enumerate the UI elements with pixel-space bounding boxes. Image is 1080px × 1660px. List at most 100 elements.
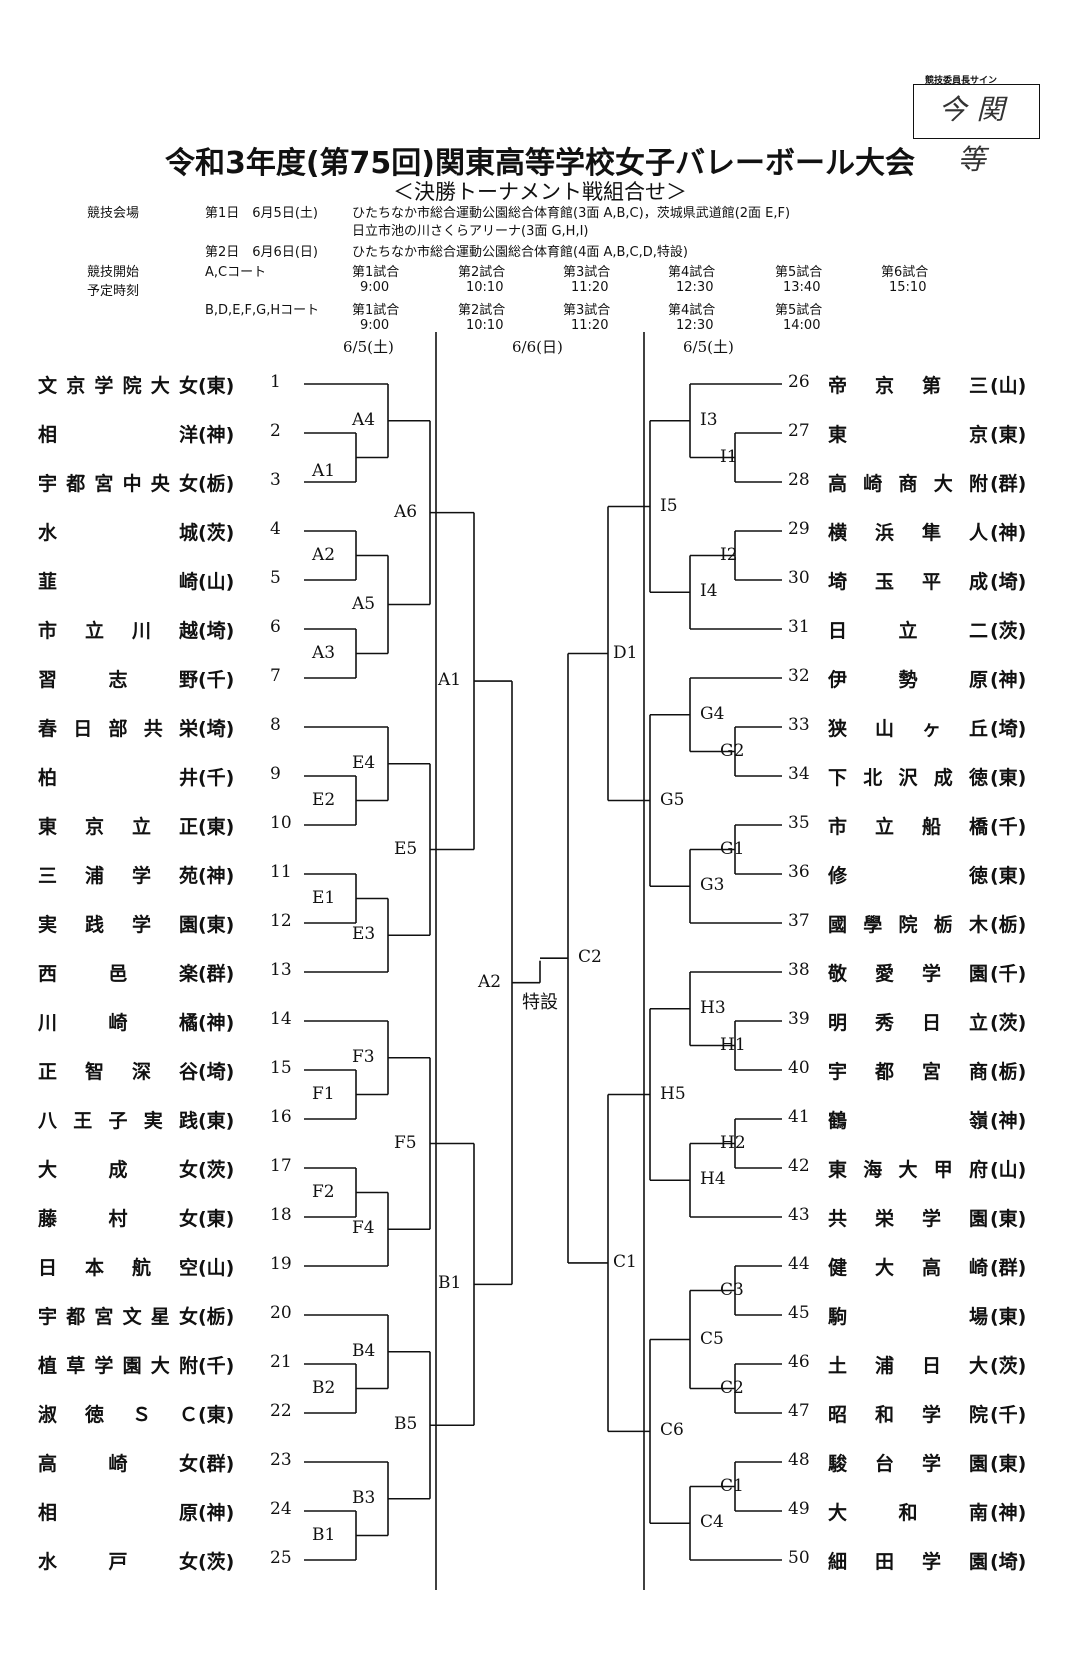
- team-prefecture: (栃): [990, 914, 1027, 936]
- team-seed-number: 4: [270, 519, 281, 539]
- team-prefecture: (茨): [990, 1012, 1027, 1034]
- schedule-time: 11:20: [571, 318, 609, 333]
- signature-box: 今関 等: [913, 84, 1040, 176]
- team-name: 柏井: [38, 767, 198, 789]
- team-name: 文京学院大女: [38, 375, 198, 397]
- game-label: H2: [720, 1132, 746, 1153]
- team-prefecture: (山): [990, 375, 1027, 397]
- game-label: E5: [394, 838, 418, 859]
- game-label: C1: [613, 1251, 637, 1272]
- schedule-game: 第1試合: [352, 265, 400, 280]
- team-name: 明秀日立: [828, 1012, 988, 1034]
- team-seed-number: 5: [270, 568, 281, 588]
- team-seed-number: 14: [270, 1009, 292, 1029]
- team-prefecture: (千): [990, 1404, 1027, 1426]
- team-prefecture: (茨): [198, 1551, 235, 1573]
- team-prefecture: (埼): [990, 718, 1027, 740]
- team-name: 正智深谷: [38, 1061, 198, 1083]
- team-name: 相洋: [38, 424, 198, 446]
- team-name: 横浜隼人: [828, 522, 988, 544]
- schedule-game: 第2試合: [458, 265, 506, 280]
- team-seed-number: 18: [270, 1205, 292, 1225]
- team-prefecture: (神): [990, 669, 1027, 691]
- game-label: C2: [720, 1377, 744, 1398]
- team-name: 高崎商大附: [828, 473, 988, 495]
- final-court-label: 特設: [522, 992, 558, 1013]
- game-label: C4: [700, 1512, 724, 1533]
- team-prefecture: (栃): [990, 1061, 1027, 1083]
- game-label: H3: [700, 997, 726, 1018]
- game-label: F1: [312, 1083, 335, 1104]
- team-name: 三浦学苑: [38, 865, 198, 887]
- team-seed-number: 27: [788, 421, 810, 441]
- team-name: 水戸女: [38, 1551, 198, 1573]
- team-prefecture: (東): [198, 1110, 235, 1132]
- team-seed-number: 24: [270, 1499, 292, 1519]
- schedule-game: 第3試合: [563, 303, 611, 318]
- page-subtitle: ＜決勝トーナメント戦組合せ＞: [393, 180, 687, 204]
- team-name: 西邑楽: [38, 963, 198, 985]
- team-seed-number: 16: [270, 1107, 292, 1127]
- signature-label: 競技委員長サイン: [925, 76, 998, 86]
- team-seed-number: 48: [788, 1450, 810, 1470]
- team-name: 高崎女: [38, 1453, 198, 1475]
- team-prefecture: (茨): [990, 620, 1027, 642]
- team-seed-number: 13: [270, 960, 292, 980]
- team-seed-number: 36: [788, 862, 810, 882]
- team-seed-number: 39: [788, 1009, 810, 1029]
- schedule-game: 第3試合: [563, 265, 611, 280]
- team-name: 藤村女: [38, 1208, 198, 1230]
- game-label: B3: [352, 1487, 376, 1508]
- team-prefecture: (東): [990, 865, 1027, 887]
- team-prefecture: (埼): [198, 1061, 235, 1083]
- game-label: F5: [394, 1132, 417, 1153]
- venue-day1-line1: ひたちなか市総合運動公園総合体育館(3面 A,B,C)，茨城県武道館(2面 E,…: [352, 206, 791, 221]
- game-label: C3: [720, 1279, 744, 1300]
- schedule-time: 9:00: [360, 280, 390, 295]
- team-name: 狭山ヶ丘: [828, 718, 988, 740]
- team-prefecture: (神): [990, 1110, 1027, 1132]
- team-name: 大和南: [828, 1502, 988, 1524]
- team-name: 下北沢成徳: [828, 767, 988, 789]
- game-label: F3: [352, 1046, 375, 1067]
- page-title: 令和3年度(第75回)関東高等学校女子バレーボール大会: [164, 146, 916, 181]
- team-prefecture: (山): [198, 1257, 235, 1279]
- team-prefecture: (神): [198, 1502, 235, 1524]
- game-label: B1: [312, 1524, 336, 1545]
- team-prefecture: (神): [198, 424, 235, 446]
- team-prefecture: (東): [198, 375, 235, 397]
- game-label: A2: [478, 971, 502, 992]
- team-name: 相原: [38, 1502, 198, 1524]
- date-header-left: 6/5(土): [343, 338, 394, 356]
- team-seed-number: 6: [270, 617, 281, 637]
- team-prefecture: (千): [198, 1355, 235, 1377]
- game-label: I5: [660, 495, 678, 516]
- team-name: 共栄学園: [828, 1208, 988, 1230]
- team-name: 日本航空: [38, 1257, 198, 1279]
- team-seed-number: 1: [270, 372, 281, 392]
- game-label: A4: [352, 409, 376, 430]
- team-prefecture: (東): [990, 1208, 1027, 1230]
- team-seed-number: 31: [788, 617, 810, 637]
- team-prefecture: (東): [198, 914, 235, 936]
- date-header-right: 6/5(土): [683, 338, 734, 356]
- team-seed-number: 21: [270, 1352, 292, 1372]
- team-seed-number: 49: [788, 1499, 810, 1519]
- team-seed-number: 11: [270, 862, 292, 882]
- game-label: A5: [352, 593, 376, 614]
- schedule-game: 第6試合: [881, 265, 929, 280]
- team-name: 川崎橘: [38, 1012, 198, 1034]
- game-label: B5: [394, 1414, 418, 1435]
- schedule-game: 第4試合: [668, 265, 716, 280]
- game-label: F2: [312, 1181, 335, 1202]
- team-name: 植草学園大附: [38, 1355, 198, 1377]
- team-seed-number: 28: [788, 470, 810, 490]
- team-name: 駿台学園: [828, 1453, 988, 1475]
- schedule-time: 12:30: [676, 280, 714, 295]
- game-label: G4: [700, 703, 725, 724]
- game-label: C6: [660, 1420, 684, 1441]
- team-prefecture: (東): [198, 1208, 235, 1230]
- team-name: 宇都宮中央女: [38, 473, 198, 495]
- team-name: 実践学園: [38, 914, 198, 936]
- game-label: A3: [312, 642, 336, 663]
